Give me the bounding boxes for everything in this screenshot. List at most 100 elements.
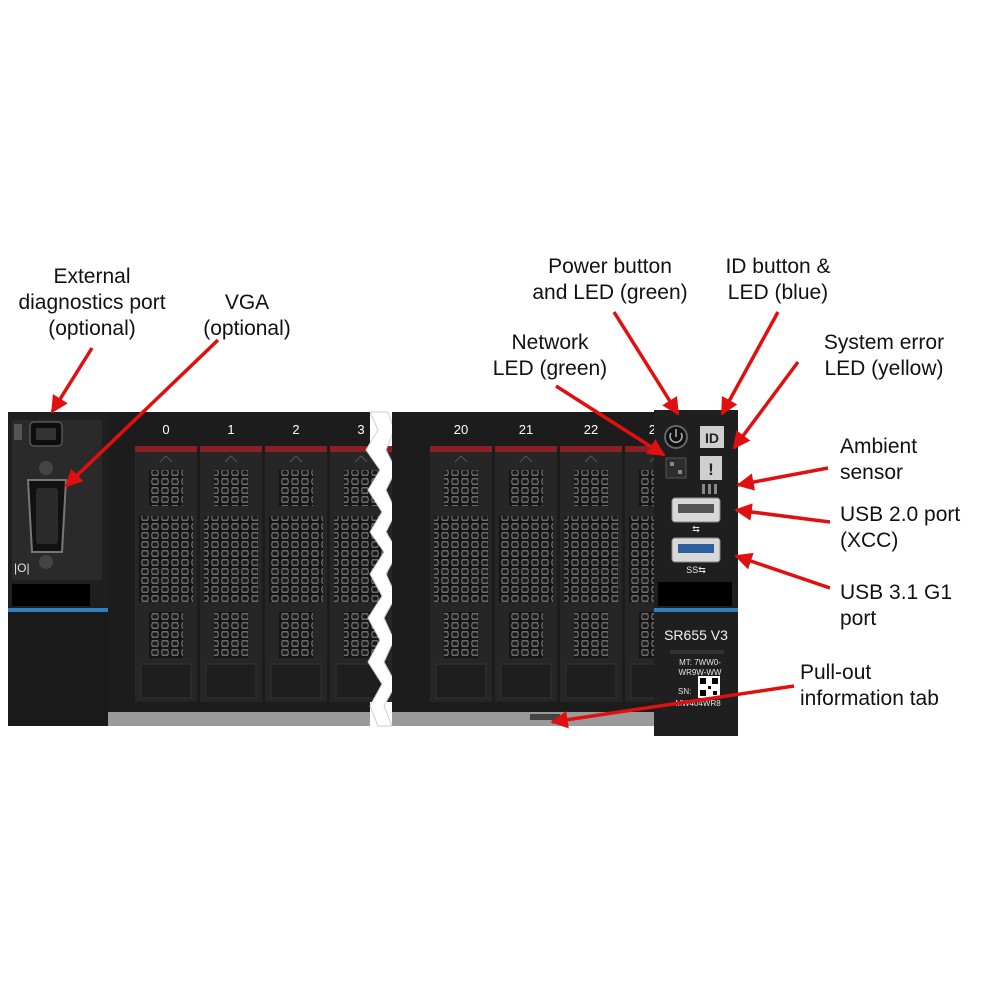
power-icon: [664, 425, 688, 449]
model-mt-2: WR9W-WW: [679, 668, 722, 677]
drive-bay-number: 20: [454, 422, 468, 437]
drive-arrow-mark: [454, 455, 468, 463]
model-sn: SN:: [678, 687, 691, 696]
drive-vent-bottom: [279, 612, 313, 658]
label-usb-3-1-port: USB 3.1 G1 port: [840, 580, 990, 632]
drive-handle: [270, 663, 322, 699]
drive-bay-number: 0: [162, 422, 169, 437]
drive-vent-bottom: [574, 612, 608, 658]
label-vga: VGA (optional): [182, 290, 312, 342]
label-line: Network: [511, 331, 589, 354]
model-sn-2: MW404WR8: [675, 699, 721, 708]
label-line: LED (blue): [727, 281, 829, 304]
drive-vent-top: [149, 470, 183, 506]
ambient-sensor: [702, 484, 717, 494]
label-id-button: ID button & LED (blue): [706, 254, 850, 306]
drive-vent-middle: [434, 516, 488, 602]
svg-text:SS⇆: SS⇆: [686, 565, 706, 575]
drive-bay[interactable]: 1: [200, 422, 262, 702]
drive-arrow-mark: [224, 455, 238, 463]
drive-vent-bottom: [509, 612, 543, 658]
network-icon: [665, 457, 687, 479]
drive-bay-number: 22: [584, 422, 598, 437]
drive-latch: [200, 446, 262, 452]
usb-3-1-port: SS⇆: [671, 537, 721, 575]
drive-vent-middle: [564, 516, 618, 602]
label-line: VGA: [224, 291, 270, 314]
drive-vent-top: [214, 470, 248, 506]
drive-bay-number: 1: [227, 422, 234, 437]
drive-latch: [330, 446, 392, 452]
drive-bay[interactable]: 2: [265, 422, 327, 702]
arrow-external-diag: [50, 347, 94, 414]
drive-latch: [265, 446, 327, 452]
label-external-diagnostics-port: External diagnostics port (optional): [2, 264, 182, 342]
label-line: Ambient: [840, 435, 918, 458]
arrow-power: [612, 311, 680, 416]
label-usb-2-port: USB 2.0 port (XCC): [840, 502, 990, 554]
drive-bay[interactable]: 21: [495, 422, 557, 702]
id-button: [700, 426, 724, 448]
drive-handle: [565, 663, 617, 699]
drive-arrow-mark: [289, 455, 303, 463]
drive-bay[interactable]: 0: [135, 422, 197, 702]
label-network-led: Network LED (green): [470, 330, 630, 382]
system-error-glyph: !: [708, 460, 714, 479]
label-line: Pull-out: [800, 661, 872, 684]
label-line: Power button: [548, 255, 672, 278]
drive-arrow-mark: [519, 455, 533, 463]
model-mt: MT: 7WW0-: [679, 658, 721, 667]
drive-handle: [205, 663, 257, 699]
diagnostics-port-icon: [14, 421, 63, 447]
label-line: sensor: [840, 461, 904, 484]
right-control-panel: ID ! ⇆ SS⇆ SR655 V3: [654, 410, 738, 736]
drive-vent-middle: [269, 516, 323, 602]
drive-bay-number: 3: [357, 422, 364, 437]
qr-code-icon: [698, 676, 720, 698]
label-line: System error: [823, 331, 945, 354]
drive-vent-bottom: [149, 612, 183, 658]
arrow-usb2: [734, 503, 831, 524]
drive-arrow-mark: [159, 455, 173, 463]
usb-2-port: ⇆: [671, 497, 721, 534]
arrow-vga: [64, 338, 220, 488]
drive-vent-middle: [499, 516, 553, 602]
label-line: USB 3.1 G1: [840, 581, 953, 604]
drive-vent-top: [574, 470, 608, 506]
arrow-id-button: [720, 311, 780, 416]
label-line: LED (green): [492, 357, 608, 380]
label-line: (optional): [48, 317, 136, 340]
label-line: (XCC): [840, 529, 899, 552]
system-error-led: [700, 456, 722, 480]
drive-arrow-mark: [584, 455, 598, 463]
svg-text:|O|: |O|: [14, 561, 30, 575]
drive-bay-number: 21: [519, 422, 533, 437]
label-line: port: [840, 607, 877, 630]
label-line: LED (yellow): [824, 357, 944, 380]
vga-port-icon: |O|: [14, 461, 68, 575]
arrow-usb31: [734, 552, 831, 590]
drive-latch: [560, 446, 622, 452]
label-line: diagnostics port: [18, 291, 166, 314]
drive-handle: [435, 663, 487, 699]
drive-handle: [500, 663, 552, 699]
model-name: SR655 V3: [664, 627, 728, 643]
arrow-pullout: [550, 684, 795, 729]
id-button-label: ID: [705, 430, 719, 446]
label-line: and LED (green): [532, 281, 688, 304]
drive-vent-middle: [139, 516, 193, 602]
label-line: External: [53, 265, 131, 288]
drive-latch: [495, 446, 557, 452]
drive-latch: [135, 446, 197, 452]
drive-latch: [430, 446, 492, 452]
arrow-ambient: [736, 466, 829, 491]
label-line: ID button &: [725, 255, 831, 278]
label-power-button: Power button and LED (green): [510, 254, 710, 306]
drive-bay[interactable]: 22: [560, 422, 622, 702]
label-line: information tab: [800, 687, 939, 710]
label-pull-out-tab: Pull-out information tab: [800, 660, 980, 712]
drive-bay[interactable]: 20: [430, 422, 492, 702]
callout-arrows: [50, 311, 831, 729]
